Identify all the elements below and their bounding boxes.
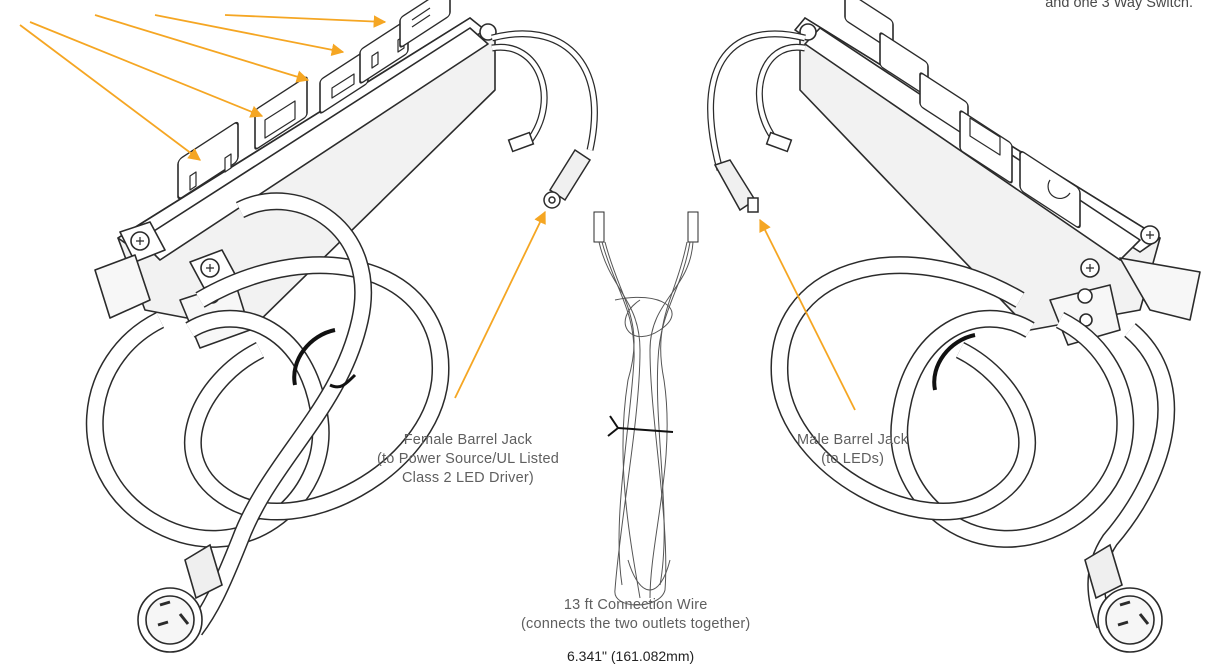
male-jack-title: Male Barrel Jack xyxy=(797,431,908,450)
female-jack-desc-2: Class 2 LED Driver) xyxy=(377,469,559,488)
top-right-caption: and one 3 Way Switch. xyxy=(1045,0,1193,11)
male-jack-desc: (to LEDs) xyxy=(797,450,908,469)
left-power-strip xyxy=(95,0,496,348)
arrow-switch xyxy=(225,15,385,22)
female-jack-title: Female Barrel Jack xyxy=(377,431,559,450)
arrow-outlet-bottom xyxy=(20,25,200,160)
dimension-text: 6.341" (161.082mm) xyxy=(567,648,694,664)
arrow-usb-a xyxy=(30,22,262,116)
male-jack-label: Male Barrel Jack (to LEDs) xyxy=(797,431,908,469)
connection-wire-title: 13 ft Connection Wire xyxy=(521,596,750,615)
female-jack-desc-1: (to Power Source/UL Listed xyxy=(377,450,559,469)
right-wire-leads xyxy=(711,34,805,212)
arrow-female-jack xyxy=(455,212,545,398)
female-jack-label: Female Barrel Jack (to Power Source/UL L… xyxy=(377,431,559,488)
connection-wire-coil xyxy=(594,212,698,605)
connection-wire-desc: (connects the two outlets together) xyxy=(521,615,750,634)
connection-wire-label: 13 ft Connection Wire (connects the two … xyxy=(521,596,750,634)
arrow-outlet-top xyxy=(155,15,343,52)
left-wire-leads xyxy=(492,34,594,208)
right-plug xyxy=(1085,545,1162,652)
